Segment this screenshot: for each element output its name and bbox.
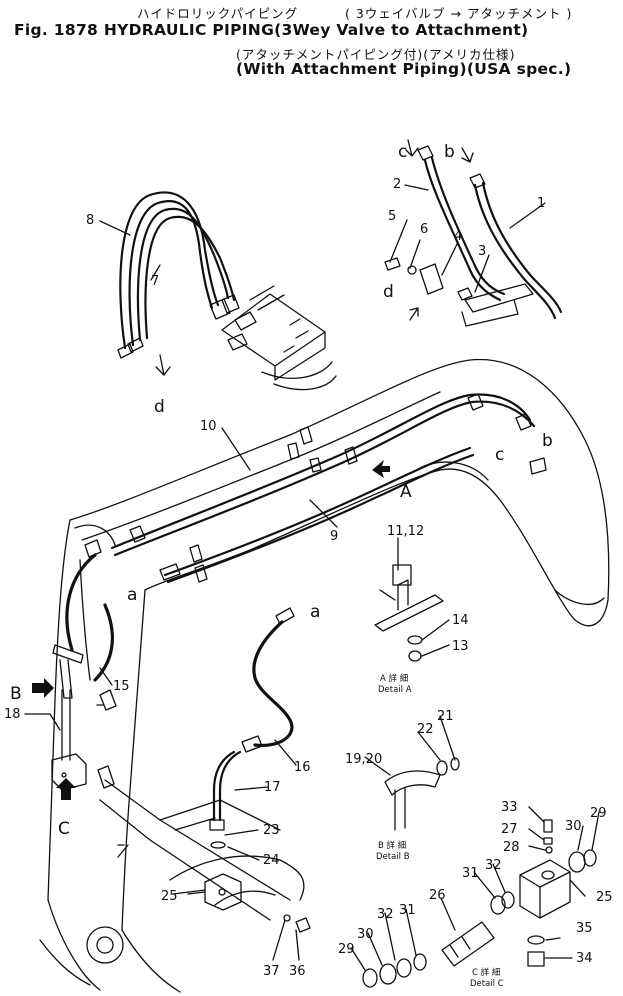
detail-b (384, 757, 460, 831)
subtitle-valve: (3Wey Valve to Attachment) (274, 21, 529, 39)
callout-6: 6 (420, 222, 428, 237)
figure-number: Fig. 1878 (14, 21, 99, 39)
callout-7: 7 (151, 274, 159, 289)
leader-lines (24, 184, 600, 971)
callout-36: 36 (289, 964, 306, 979)
detail-a (374, 564, 444, 662)
detail-a-caption-jp: A 詳 細 (380, 673, 408, 684)
callout-24: 24 (263, 853, 280, 868)
callout-32-left: 32 (377, 907, 394, 922)
callout-29-left: 29 (338, 942, 355, 957)
callout-14: 14 (452, 613, 469, 628)
detail-a-caption-en: Detail A (378, 685, 412, 695)
callout-32-right: 32 (485, 858, 502, 873)
title-japanese-2: (アタッチメントパイピング付)(アメリカ仕様) (236, 47, 516, 62)
callout-10: 10 (200, 419, 217, 434)
callout-29-right: 29 (590, 806, 607, 821)
callout-37: 37 (263, 964, 280, 979)
detail-b-caption-en: Detail B (376, 852, 410, 862)
callout-8: 8 (86, 213, 94, 228)
boom-pipes-9-10 (110, 393, 547, 584)
letter-B-side: B (10, 684, 22, 704)
letter-b-boom: b (542, 431, 553, 451)
subtitle-with-attachment: (With Attachment Piping)(USA spec.) (236, 60, 572, 78)
valve-25-main (204, 873, 311, 933)
callout-13: 13 (452, 639, 469, 654)
callout-15: 15 (113, 679, 130, 694)
subtitle-usa-text: USA spec. (474, 60, 564, 78)
callout-3: 3 (478, 244, 486, 259)
callout-5: 5 (388, 209, 396, 224)
component-18 (32, 678, 87, 800)
subtitle-valve-text: 3Wey Valve to Attachment (281, 21, 522, 39)
detail-c-caption-en: Detail C (470, 979, 504, 989)
letter-b-top: b (444, 142, 455, 162)
detail-captions: A 詳 細 Detail A B 詳 細 Detail B C 詳 細 Deta… (376, 673, 504, 989)
callout-31-right: 31 (462, 866, 479, 881)
callout-22: 22 (417, 722, 434, 737)
boom-outline (39, 358, 610, 993)
letter-c-boom: c (495, 445, 504, 465)
title-japanese-2-text: アタッチメントパイピング付 (241, 47, 418, 62)
title-japanese-valve-text: 3ウェイバルブ → アタッチメント (355, 6, 562, 21)
callout-4: 4 (454, 229, 462, 244)
detail-c-caption-jp: C 詳 細 (472, 967, 500, 978)
title-japanese-valve: ( 3ウェイバルブ → アタッチメント ) (345, 6, 573, 21)
title-japanese-1: ハイドロリックパイピング (137, 6, 299, 21)
callout-9: 9 (330, 529, 338, 544)
letter-c-top: c (398, 142, 407, 162)
callout-33: 33 (501, 800, 518, 815)
callout-16: 16 (294, 760, 311, 775)
letter-A-boom: A (400, 482, 412, 502)
callout-35: 35 (576, 921, 593, 936)
figure-title-text: HYDRAULIC PIPING (103, 21, 275, 39)
hose-assembly-7-8 (117, 191, 337, 391)
callout-34: 34 (576, 951, 593, 966)
hose-15 (52, 539, 114, 699)
callout-18: 18 (4, 707, 21, 722)
detail-b-caption-jp: B 詳 細 (378, 840, 406, 851)
callout-25-detail: 25 (596, 890, 613, 905)
callout-26: 26 (429, 888, 446, 903)
callout-31-left: 31 (399, 903, 416, 918)
callout-25-main: 25 (161, 889, 178, 904)
letter-a-hose: a (310, 602, 320, 622)
callout-17: 17 (264, 780, 281, 795)
letter-d-top: d (383, 282, 394, 302)
callout-numbers: 1 2 3 4 5 6 7 8 9 10 11,12 13 14 15 16 1… (4, 177, 613, 979)
callout-23: 23 (263, 823, 280, 838)
detail-c (362, 819, 597, 988)
callout-30-right: 30 (565, 819, 582, 834)
title-japanese-3-text: アメリカ仕様 (429, 47, 510, 62)
connection-letters: c b d d b c A a a B C (10, 142, 553, 839)
figure-title: Fig. 1878 HYDRAULIC PIPING(3Wey Valve to… (14, 21, 528, 39)
pipe-assembly-1-2 (384, 139, 563, 327)
callout-27: 27 (501, 822, 518, 837)
callout-19-20: 19,20 (345, 752, 382, 767)
subtitle-with-attachment-text: With Attachment Piping (243, 60, 460, 78)
letter-d-hose: d (154, 397, 165, 417)
callout-21: 21 (437, 709, 454, 724)
letter-C-side: C (58, 819, 70, 839)
callout-28: 28 (503, 840, 520, 855)
callout-1: 1 (537, 196, 545, 211)
hose-16-pipe-17 (209, 607, 295, 849)
callout-2: 2 (393, 177, 401, 192)
callout-11-12: 11,12 (387, 524, 424, 539)
callout-30-left: 30 (357, 927, 374, 942)
letter-a-boom: a (127, 585, 137, 605)
